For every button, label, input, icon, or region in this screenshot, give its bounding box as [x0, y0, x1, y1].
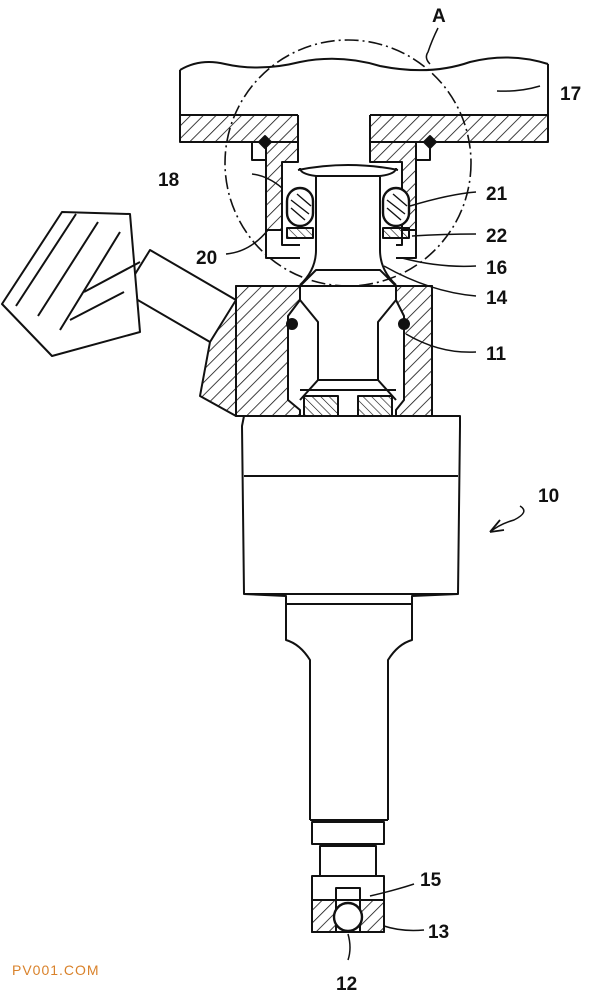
nozzle-shaft	[285, 604, 413, 877]
magnet-housing	[241, 415, 461, 605]
label-detail-a: A	[432, 6, 446, 27]
support-ring-22	[286, 227, 410, 239]
reference-numerals: A 17 18 21 22 20 16 14 11 10 15 13 12	[158, 6, 581, 995]
detail-circle-a	[224, 39, 472, 287]
label-16: 16	[486, 258, 507, 279]
label-12: 12	[336, 974, 357, 995]
label-21: 21	[486, 184, 508, 205]
watermark-text: PV001.COM	[12, 962, 100, 978]
injector-upper-housing	[235, 269, 433, 417]
label-13: 13	[428, 922, 449, 943]
label-20: 20	[196, 248, 217, 269]
label-18: 18	[158, 170, 179, 191]
label-15: 15	[420, 870, 442, 891]
o-ring-21	[285, 186, 411, 228]
label-10: 10	[538, 486, 559, 507]
valve-tip	[311, 875, 385, 933]
label-14: 14	[486, 288, 508, 309]
label-17: 17	[560, 84, 581, 105]
leader-lines	[225, 27, 541, 961]
label-22: 22	[486, 226, 507, 247]
label-11: 11	[486, 344, 507, 365]
cylinder-head-17	[179, 56, 549, 231]
electrical-connector	[1, 211, 237, 417]
